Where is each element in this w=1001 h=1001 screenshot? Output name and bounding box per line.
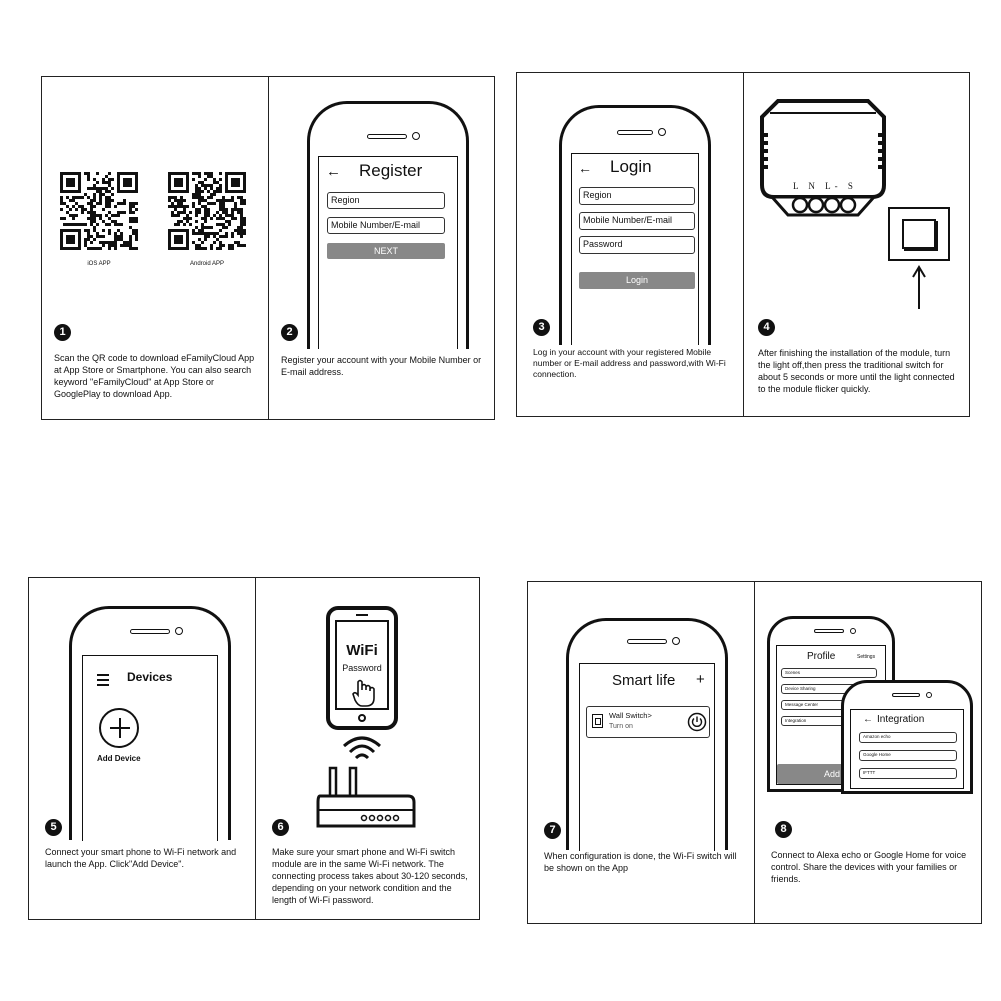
region-field[interactable]: Region [327,192,445,209]
step1-cell: iOS APP Android APP 1 Scan the QR code t… [42,77,268,419]
phone-camera [672,637,680,645]
devices-title: Devices [127,670,173,684]
instruction-panel-1: iOS APP Android APP 1 Scan the QR code t… [41,76,495,420]
android-app-label: Android APP [189,261,225,267]
device-status: Turn on [609,723,633,730]
step-6-text: Make sure your smart phone and Wi-Fi swi… [272,847,468,905]
step7-cell: Smart life + Wall Switch> Turn on 7 Wh [528,582,754,923]
instruction-panel-4: Smart life + Wall Switch> Turn on 7 Wh [527,581,982,924]
back-arrow[interactable]: ← [578,160,592,176]
phone-register: ← Register Region Mobile Number/E-mail N… [307,101,469,349]
integration-item-ifttt[interactable]: IFTTT [859,768,957,779]
step-2-text: Register your account with your Mobile N… [281,355,482,377]
panel-divider [255,578,256,919]
settings-link[interactable]: Settings [857,654,876,660]
phone-speaker [130,629,170,634]
phone-speaker [627,639,667,644]
step-6-badge: 6 [272,819,289,836]
step4-cell: L N L- S 4 After finishing the installat… [744,73,970,416]
mobile-field[interactable]: Mobile Number/E-mail [579,212,695,230]
smart-life-screen: Smart life + Wall Switch> Turn on [579,663,715,851]
integration-title: Integration [877,714,925,725]
phone-camera [412,132,420,140]
phone-devices: Devices Add Device [69,606,231,841]
region-field[interactable]: Region [579,187,695,205]
smart-life-title: Smart life [612,672,676,689]
login-button[interactable]: Login [579,272,695,289]
device-card[interactable]: Wall Switch> Turn on [586,706,710,738]
add-device-label[interactable]: Add Device [97,754,141,763]
phone-speaker [814,629,844,633]
phone-smart-life: Smart life + Wall Switch> Turn on [566,618,728,851]
menu-icon[interactable] [97,674,109,686]
step-2-badge: 2 [281,324,298,341]
phone-speaker [892,693,920,697]
step3-cell: ← Login Region Mobile Number/E-mail Pass… [517,73,743,416]
wifi-phone-illustration: WiFi Password [326,606,398,730]
switch-module-illustration [760,99,886,217]
phone-integration: ← Integration Amazon echo Google Home IF… [841,680,973,794]
step-5-text: Connect your smart phone to Wi-Fi networ… [45,847,237,869]
devices-screen: Devices Add Device [82,655,218,841]
back-arrow[interactable]: ← [326,163,341,180]
register-title: Register [359,161,423,180]
power-icon[interactable] [687,712,707,732]
mobile-field[interactable]: Mobile Number/E-mail [327,217,445,234]
profile-item-scenes[interactable]: Scenes [781,668,877,678]
instruction-panel-3: Devices Add Device 5 Connect your smart … [28,577,480,920]
router-icon [316,766,416,828]
login-screen: ← Login Region Mobile Number/E-mail Pass… [571,153,699,345]
step-7-badge: 7 [544,822,561,839]
step-5-badge: 5 [45,819,62,836]
integration-item-google-home[interactable]: Google Home [859,750,957,761]
phone-camera [850,628,856,634]
phone-camera [658,128,666,136]
password-field[interactable]: Password [579,236,695,254]
register-screen: ← Register Region Mobile Number/E-mail N… [318,156,458,349]
ios-qr-code [60,172,138,250]
step-4-badge: 4 [758,319,775,336]
instruction-panel-2: ← Login Region Mobile Number/E-mail Pass… [516,72,970,417]
terminal-labels: L N L- S [793,181,857,191]
step6-cell: WiFi Password 6 Make sure your smart pho… [256,578,481,919]
step-3-text: Log in your account with your registered… [533,347,726,379]
up-arrow-icon [912,265,926,309]
phone-login: ← Login Region Mobile Number/E-mail Pass… [559,105,711,345]
login-title: Login [610,157,652,176]
wall-switch-icon [888,207,950,261]
back-arrow[interactable]: ← [863,714,873,725]
device-name: Wall Switch> [609,711,652,720]
step2-cell: ← Register Region Mobile Number/E-mail N… [269,77,495,419]
step-8-text: Connect to Alexa echo or Google Home for… [771,850,967,884]
switch-icon [592,714,603,728]
step-8-badge: 8 [775,821,792,838]
phone-speaker [617,130,653,135]
wifi-signal-icon [343,736,381,760]
step5-cell: Devices Add Device 5 Connect your smart … [29,578,255,919]
step-4-text: After finishing the installation of the … [758,348,955,394]
android-qr-code [168,172,246,250]
wifi-label: WiFi [346,642,378,659]
profile-title: Profile [807,651,836,662]
integration-item-amazon-echo[interactable]: Amazon echo [859,732,957,743]
step-1-badge: 1 [54,324,71,341]
integration-screen: ← Integration Amazon echo Google Home IF… [850,709,964,789]
phone-speaker [367,134,407,139]
phone-camera [926,692,932,698]
step8-cell: Profile Settings Scenes Device Sharing M… [755,582,983,923]
panel-divider [268,77,269,419]
step-3-badge: 3 [533,319,550,336]
add-device-button[interactable] [99,708,139,748]
phone-camera [175,627,183,635]
hand-pointer-icon [352,679,375,707]
step-7-text: When configuration is done, the Wi-Fi sw… [544,851,737,873]
next-button[interactable]: NEXT [327,243,445,259]
panel-divider [743,73,744,416]
step-1-text: Scan the QR code to download eFamilyClou… [54,353,255,399]
panel-divider [754,582,755,923]
wifi-password-label: Password [342,663,382,673]
ios-app-label: iOS APP [87,261,111,267]
add-button[interactable]: + [696,671,705,688]
